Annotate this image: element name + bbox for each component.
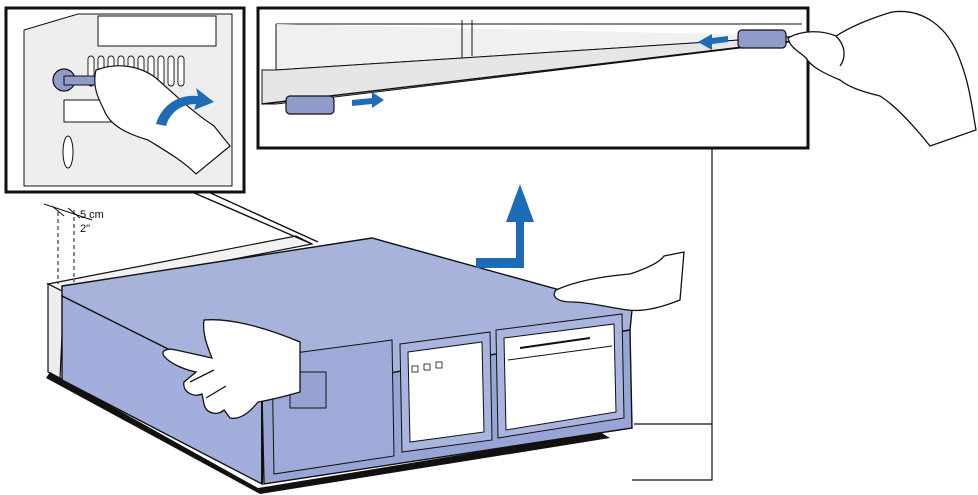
- chassis-base: [46, 372, 610, 494]
- arrow-horizontal-icon: [352, 92, 384, 108]
- curved-arrow-icon: [156, 88, 214, 126]
- callout-line-latch: [632, 148, 713, 481]
- measurement-metric: 5 cm: [80, 209, 104, 221]
- left-latch-slider: [285, 95, 335, 115]
- inset-key-lock: [4, 6, 246, 194]
- floppy-slot: [519, 337, 591, 349]
- led-2: [423, 363, 431, 371]
- right-latch-slider: [737, 29, 787, 49]
- led-1: [411, 365, 419, 373]
- hand-latch-illustration: [787, 10, 977, 147]
- measurement-imperial: 2": [80, 223, 90, 235]
- arrow-up-left-bend-icon: [476, 184, 534, 268]
- computer-unit: [46, 235, 633, 494]
- clearance-dimension: [43, 203, 93, 284]
- left-hand-illustration: [162, 319, 301, 419]
- inset-slide-latch: [256, 6, 810, 150]
- led-3: [435, 361, 443, 369]
- right-hand-illustration: [553, 251, 685, 312]
- callout-line-lock: [191, 189, 319, 245]
- arrow-horizontal-left-icon: [698, 34, 728, 50]
